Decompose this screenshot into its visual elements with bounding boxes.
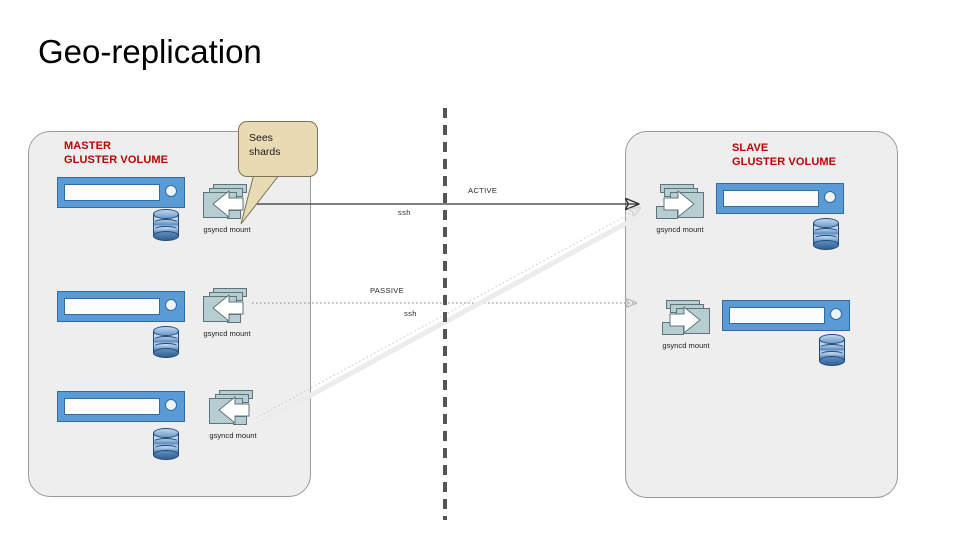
database-top-icon <box>153 209 179 219</box>
master-database-1 <box>153 209 179 241</box>
page-title: Geo-replication <box>38 33 262 70</box>
passive-link-label: PASSIVE <box>370 286 405 295</box>
slave-server-1 <box>716 183 844 214</box>
master-gsyncd-mount-3: gsyncd mount <box>205 390 261 440</box>
database-ring-icon <box>153 219 179 227</box>
database-top-icon <box>153 326 179 336</box>
passive-diagonal-link <box>255 208 640 419</box>
database-ring-icon <box>153 438 179 446</box>
server-led-icon <box>830 308 842 320</box>
database-ring-icon <box>153 226 179 234</box>
database-top-icon <box>819 334 845 344</box>
active-ssh-label: ssh <box>398 208 411 217</box>
gsyncd-mount-icon <box>652 184 708 224</box>
callout-tail <box>240 169 285 225</box>
gsyncd-mount-caption: gsyncd mount <box>656 225 704 234</box>
database-top-icon <box>813 218 839 228</box>
master-server-1 <box>57 177 185 208</box>
server-led-icon <box>165 299 177 311</box>
server-led-icon <box>165 185 177 197</box>
slave-gsyncd-mount-2: gsyncd mount <box>658 300 714 350</box>
master-volume-label: MASTER GLUSTER VOLUME <box>64 140 169 166</box>
callout-text: Sees shards <box>249 132 281 158</box>
database-ring-icon <box>819 344 845 352</box>
gsyncd-left-arrow-icon <box>218 395 250 425</box>
gsyncd-mount-icon <box>199 288 255 328</box>
master-database-2 <box>153 326 179 358</box>
dashed-divider <box>443 108 447 520</box>
server-slot-icon <box>64 184 160 201</box>
server-slot-icon <box>64 298 160 315</box>
gsyncd-right-arrow-icon <box>669 305 701 335</box>
passive-ssh-label: ssh <box>404 309 417 318</box>
slave-database-1 <box>813 218 839 250</box>
database-ring-icon <box>813 235 839 243</box>
database-ring-icon <box>813 228 839 236</box>
master-gsyncd-mount-2: gsyncd mount <box>199 288 255 338</box>
sees-shards-callout: Sees shards <box>238 121 318 177</box>
gsyncd-mount-caption: gsyncd mount <box>203 329 251 338</box>
passive-diagonal-link-shadow <box>255 211 646 427</box>
database-bottom-icon <box>153 450 179 460</box>
master-database-3 <box>153 428 179 460</box>
database-top-icon <box>153 428 179 438</box>
database-bottom-icon <box>153 348 179 358</box>
slave-server-2 <box>722 300 850 331</box>
gsyncd-mount-icon <box>199 184 255 224</box>
gsyncd-right-arrow-icon <box>663 189 695 219</box>
master-server-3 <box>57 391 185 422</box>
database-ring-icon <box>153 445 179 453</box>
database-bottom-icon <box>813 240 839 250</box>
gsyncd-mount-caption: gsyncd mount <box>203 225 251 234</box>
gsyncd-left-arrow-icon <box>212 189 244 219</box>
database-bottom-icon <box>819 356 845 366</box>
gsyncd-mount-icon <box>658 300 714 340</box>
server-slot-icon <box>729 307 825 324</box>
database-ring-icon <box>153 336 179 344</box>
server-led-icon <box>824 191 836 203</box>
gsyncd-left-arrow-icon <box>212 293 244 323</box>
master-server-2 <box>57 291 185 322</box>
server-slot-icon <box>64 398 160 415</box>
slave-database-2 <box>819 334 845 366</box>
slave-volume-label: SLAVE GLUSTER VOLUME <box>732 142 837 168</box>
database-ring-icon <box>153 343 179 351</box>
gsyncd-mount-icon <box>205 390 261 430</box>
master-gsyncd-mount-1: gsyncd mount <box>199 184 255 234</box>
database-bottom-icon <box>153 231 179 241</box>
database-ring-icon <box>819 351 845 359</box>
server-slot-icon <box>723 190 819 207</box>
server-led-icon <box>165 399 177 411</box>
gsyncd-mount-caption: gsyncd mount <box>209 431 257 440</box>
active-link-label: ACTIVE <box>468 186 498 195</box>
gsyncd-mount-caption: gsyncd mount <box>662 341 710 350</box>
slave-gsyncd-mount-1: gsyncd mount <box>652 184 708 234</box>
